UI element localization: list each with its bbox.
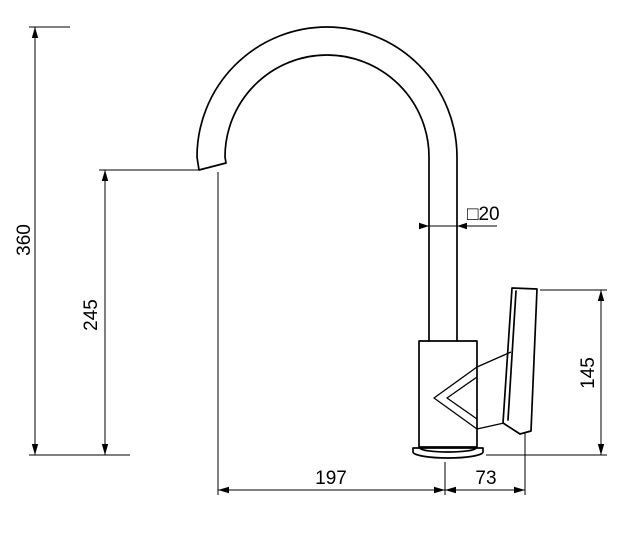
arrowhead-left-icon xyxy=(445,486,456,494)
dimension-label-spout-height: 245 xyxy=(81,299,102,331)
arrowhead-left-icon xyxy=(457,222,467,230)
arrowhead-down-icon xyxy=(31,444,39,455)
handle-connector xyxy=(476,351,512,430)
dimension-tube-section: □20 xyxy=(419,204,500,230)
faucet-body xyxy=(418,340,478,448)
spout-arc-and-tube xyxy=(196,26,458,342)
dimension-label-tube-section: □20 xyxy=(467,204,500,225)
handle-blade xyxy=(502,287,538,435)
arrowhead-left-icon xyxy=(218,486,229,494)
arrowhead-right-icon xyxy=(419,222,429,230)
arrowhead-down-icon xyxy=(101,444,109,455)
dimension-label-total-height: 360 xyxy=(14,224,35,256)
arrowhead-right-icon xyxy=(514,486,525,494)
dimension-handle-height: 145 xyxy=(486,289,607,456)
base-flange xyxy=(412,447,484,459)
arrowhead-up-icon xyxy=(597,290,605,301)
arrowhead-up-icon xyxy=(31,27,39,38)
dimension-label-spout-reach: 197 xyxy=(315,468,347,489)
arrowhead-up-icon xyxy=(101,170,109,181)
dimension-bottom-reach: 197 73 xyxy=(217,172,526,495)
arrowhead-down-icon xyxy=(597,444,605,455)
joint-cone-lines xyxy=(433,366,478,430)
dimension-label-handle-height: 145 xyxy=(578,357,599,389)
arrowhead-right-icon xyxy=(434,486,445,494)
dimension-spout-height: 245 xyxy=(81,169,199,455)
dimension-total-height: 360 xyxy=(14,26,130,456)
dimension-label-handle-offset: 73 xyxy=(475,468,496,489)
faucet-outline xyxy=(196,26,538,459)
